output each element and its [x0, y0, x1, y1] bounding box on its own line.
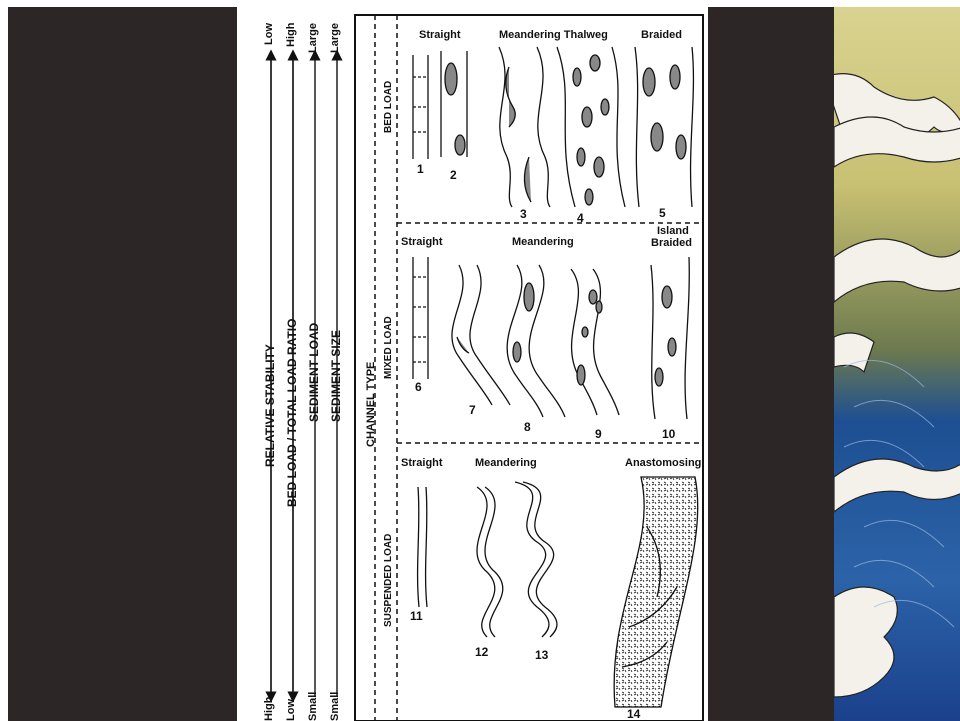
axis-size-top: Large	[329, 23, 341, 53]
header-straight-1: Straight	[419, 29, 461, 41]
axis-arrows	[271, 55, 337, 697]
channel-number: 1	[417, 162, 424, 176]
channel-number: 6	[415, 380, 422, 394]
axis-load-label: SEDIMENT LOAD	[307, 323, 321, 422]
header-island: Island	[657, 225, 689, 237]
row-mixedload-sketches	[413, 257, 689, 419]
header-braided-2: Braided	[651, 237, 692, 249]
channel-number: 10	[662, 427, 675, 441]
axis-stability-top: Low	[263, 23, 275, 45]
channel-number: 14	[627, 707, 640, 721]
axis-load-top: Large	[307, 23, 319, 53]
header-anastomosing: Anastomosing	[625, 457, 701, 469]
channel-number: 2	[450, 168, 457, 182]
channel-type-label: CHANNEL TYPE	[365, 362, 377, 447]
channel-number: 11	[410, 609, 423, 623]
axis-size-bottom: Small	[329, 692, 341, 721]
axis-load-bottom: Small	[307, 692, 319, 721]
channel-number: 5	[659, 206, 666, 220]
axis-ratio-label: BED LOAD / TOTAL LOAD RATIO	[285, 319, 299, 507]
axis-ratio-top: High	[285, 23, 297, 47]
header-meandering-thalweg: Meandering Thalweg	[499, 29, 608, 41]
row-label-bedload: BED LOAD	[383, 81, 394, 133]
channel-diagram: RELATIVE STABILITY Low High BED LOAD / T…	[237, 7, 708, 721]
channel-number: 3	[520, 207, 527, 221]
header-meandering-3: Meandering	[475, 457, 537, 469]
channel-number: 9	[595, 427, 602, 441]
row-suspendedload-sketches	[418, 477, 698, 707]
channel-number: 13	[535, 648, 548, 662]
header-meandering-2: Meandering	[512, 236, 574, 248]
channel-number: 4	[577, 211, 584, 225]
header-straight-2: Straight	[401, 236, 443, 248]
axis-stability-bottom: High	[263, 697, 275, 721]
channel-number: 7	[469, 403, 476, 417]
header-braided-1: Braided	[641, 29, 682, 41]
wave-drawing	[834, 7, 960, 721]
axis-ratio-bottom: Low	[285, 699, 297, 721]
axis-size-label: SEDIMENT SIZE	[329, 330, 343, 422]
axis-stability-label: RELATIVE STABILITY	[263, 344, 277, 467]
wave-artwork	[834, 7, 960, 721]
header-straight-3: Straight	[401, 457, 443, 469]
row-label-mixedload: MIXED LOAD	[383, 316, 394, 379]
channel-number: 8	[524, 420, 531, 434]
channel-number: 12	[475, 645, 488, 659]
row-bedload-sketches	[413, 47, 693, 207]
row-label-suspendedload: SUSPENDED LOAD	[383, 534, 394, 627]
